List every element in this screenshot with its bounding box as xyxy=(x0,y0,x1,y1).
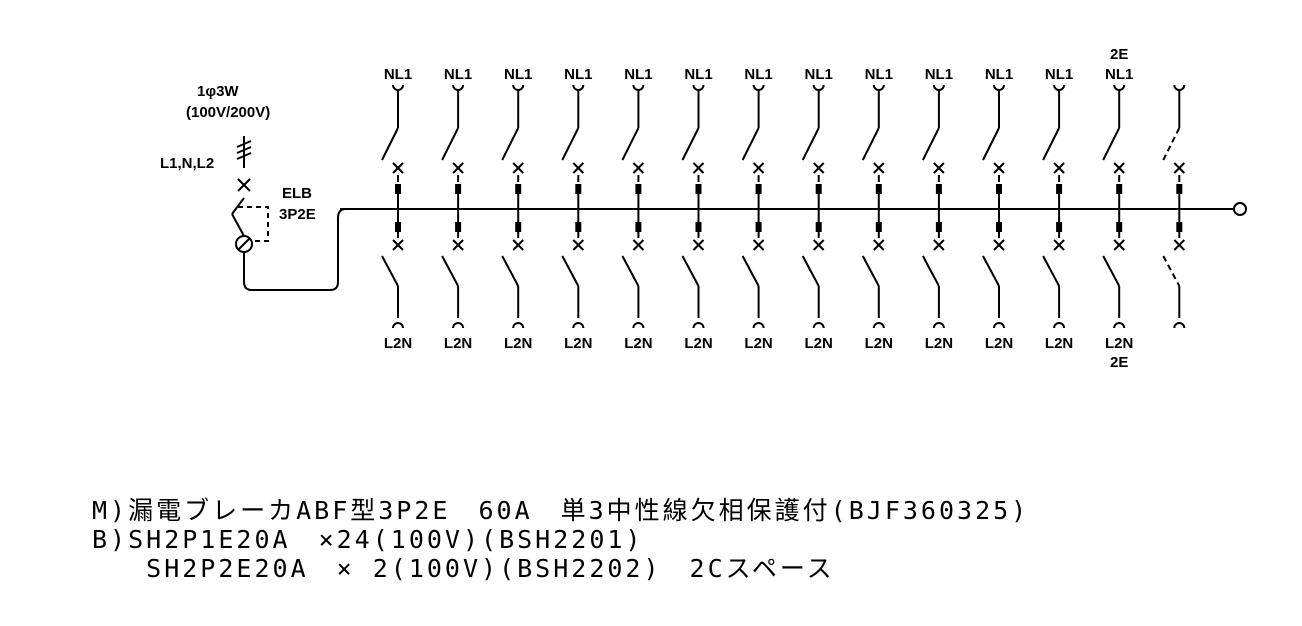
branch-bottom-label: L2N xyxy=(384,335,412,352)
branch-bottom-label: L2N xyxy=(444,335,472,352)
bus-tap xyxy=(935,184,942,194)
branch-bottom-extra-label: 2E xyxy=(1110,354,1128,371)
branch-bottom-label: L2N xyxy=(504,335,532,352)
main-breaker-poles-label: 3P2E xyxy=(279,206,316,223)
bus-tap xyxy=(635,184,642,194)
branch-top-label: NL1 xyxy=(744,66,772,83)
branch-top-label: NL1 xyxy=(1045,66,1073,83)
branch-top-label: NL1 xyxy=(805,66,833,83)
bus-tap xyxy=(455,184,462,194)
bus-tap xyxy=(996,222,1002,232)
bus-tap xyxy=(575,184,582,194)
branch-top-label: NL1 xyxy=(985,66,1013,83)
bus-tap xyxy=(455,222,462,232)
supply-voltage-label: (100V/200V) xyxy=(186,104,270,121)
bus-tap xyxy=(575,222,582,232)
bus-tap xyxy=(695,184,702,194)
branch-circuits: NL1L2NNL1L2NNL1L2NNL1L2NNL1L2NNL1L2NNL1L… xyxy=(381,46,1186,371)
branch-bottom-label: L2N xyxy=(624,335,652,352)
branch-bottom-label: L2N xyxy=(865,335,893,352)
supply-phase-label: 1φ3W xyxy=(197,83,239,100)
spec-note-branch-2: SH2P2E20A × 2(100V)(BSH2202) 2Cスペース xyxy=(92,554,835,583)
bus-tap xyxy=(1176,222,1183,232)
bus-tap xyxy=(1056,184,1063,194)
branch-top-label: NL1 xyxy=(925,66,953,83)
branch-bottom-label: L2N xyxy=(1045,335,1073,352)
bus-tap xyxy=(1116,184,1123,194)
branch-top-label: NL1 xyxy=(684,66,712,83)
branch-top-label: NL1 xyxy=(444,66,472,83)
diagram-labels: 1φ3W (100V/200V) L1,N,L2 ELB 3P2E xyxy=(160,83,316,223)
branch-circuit: NL1 2E L2N 2E xyxy=(1102,46,1133,371)
bus-tap xyxy=(515,184,522,194)
branch-top-label: NL1 xyxy=(564,66,592,83)
bus-tap xyxy=(815,184,822,194)
spec-note-branch-1: B)SH2P1E20A ×24(100V)(BSH2201) xyxy=(92,525,644,554)
main-breaker-icon xyxy=(231,178,269,253)
branch-top-label: NL1 xyxy=(624,66,652,83)
bus-tap xyxy=(695,222,702,232)
bus-tap xyxy=(935,222,942,232)
bus-tap xyxy=(755,184,762,194)
bus-tap xyxy=(635,222,642,232)
busbar-terminal xyxy=(1233,202,1247,216)
feeder-cable xyxy=(243,208,347,291)
bus-tap xyxy=(515,222,522,232)
bus-tap xyxy=(755,222,762,232)
bus-tap xyxy=(395,222,401,232)
branch-top-label: NL1 xyxy=(384,66,412,83)
bus-tap xyxy=(1116,222,1123,232)
three-wire-tick-icon xyxy=(236,136,252,168)
bus-tap xyxy=(875,222,882,232)
spare-branch xyxy=(1162,84,1186,329)
branch-bottom-label: L2N xyxy=(925,335,953,352)
branch-bottom-label: L2N xyxy=(1105,335,1133,352)
branch-top-extra-label: 2E xyxy=(1110,46,1128,63)
bus-tap xyxy=(875,184,882,194)
branch-top-label: NL1 xyxy=(1105,66,1133,83)
supply-lines-label: L1,N,L2 xyxy=(160,155,214,172)
spec-note-main: M)漏電ブレーカABF型3P2E 60A 単3中性線欠相保護付(BJF36032… xyxy=(92,496,1030,525)
branch-bottom-label: L2N xyxy=(564,335,592,352)
bus-tap xyxy=(1056,222,1063,232)
bus-tap xyxy=(815,222,822,232)
branch-bottom-label: L2N xyxy=(684,335,712,352)
bus-tap xyxy=(996,184,1002,194)
main-breaker-type-label: ELB xyxy=(282,185,312,202)
branch-bottom-label: L2N xyxy=(744,335,772,352)
bus-tap xyxy=(1176,184,1183,194)
branch-bottom-label: L2N xyxy=(805,335,833,352)
branch-bottom-label: L2N xyxy=(985,335,1013,352)
branch-top-label: NL1 xyxy=(865,66,893,83)
bus-tap xyxy=(395,184,401,194)
branch-top-label: NL1 xyxy=(504,66,532,83)
